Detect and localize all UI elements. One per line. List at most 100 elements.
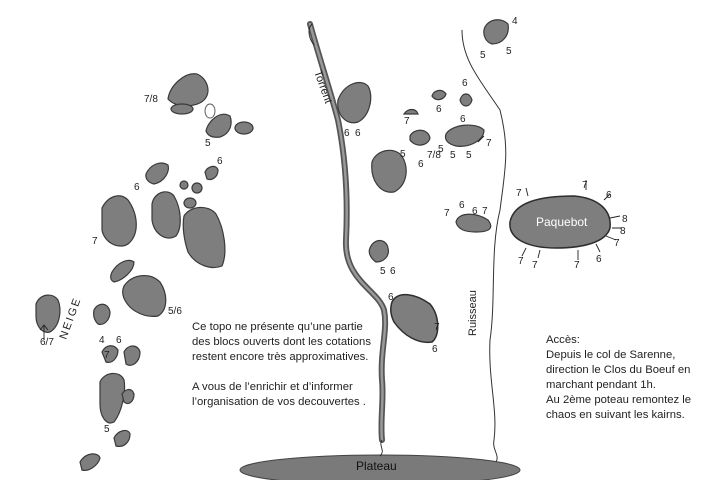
boulder	[113, 429, 131, 447]
boulder	[99, 372, 126, 424]
grade-label: 7	[92, 236, 98, 247]
grade-label: 7	[532, 260, 538, 271]
neige-label: NEIGE	[58, 295, 84, 341]
boulder	[151, 191, 181, 239]
acces-title: Accès:	[546, 334, 580, 346]
grade-label: 6	[432, 344, 438, 355]
grade-label: 7	[104, 350, 110, 361]
grade-label: 7/8	[427, 150, 441, 161]
topo-note-paragraph-2: A vous de l’enrichir et d’informer l’org…	[192, 381, 366, 408]
boulder	[110, 259, 135, 283]
boulder	[101, 345, 119, 363]
grade-label: 6	[462, 78, 468, 89]
grade-label: 7	[516, 188, 522, 199]
boulder	[389, 293, 439, 344]
grade-label: 7	[482, 206, 488, 217]
paquebot-boulder	[509, 195, 611, 249]
boulder	[204, 165, 219, 181]
grade-label: 6	[390, 266, 396, 277]
grade-label: 7	[582, 180, 588, 191]
plateau-area	[239, 454, 521, 480]
grade-label: 5	[438, 144, 444, 155]
grade-label: 8	[622, 214, 628, 225]
boulder	[191, 182, 203, 194]
boulder	[145, 162, 169, 185]
acces-text: Depuis le col de Sarenne, direction le C…	[546, 349, 692, 421]
grade-label: 7	[486, 138, 492, 149]
boulder	[234, 121, 254, 135]
paquebot-label: Paquebot	[536, 215, 588, 229]
grade-label: 5	[400, 149, 406, 160]
boulder	[183, 197, 197, 209]
torrent-stream-inner	[308, 22, 387, 442]
grade-label: 7	[518, 256, 524, 267]
boulder	[459, 93, 473, 107]
ruisseau-stream	[461, 29, 507, 463]
grade-label: 7	[404, 116, 410, 127]
boulder	[455, 213, 492, 233]
grade-label: 8	[620, 226, 626, 237]
boulder	[122, 275, 167, 317]
arrow-up	[39, 324, 49, 340]
boulder	[409, 129, 431, 146]
boulder	[93, 303, 111, 325]
torrent-bottom-squiggle	[379, 439, 383, 457]
grade-label: 6	[436, 104, 442, 115]
grade-label: 5	[506, 46, 512, 57]
boulder	[35, 294, 61, 333]
torrent-bank-left	[308, 23, 315, 46]
grade-label: 6	[418, 159, 424, 170]
grade-label: 7	[434, 322, 440, 333]
boulder	[371, 149, 407, 193]
topo-note-paragraph-1: Ce topo ne présente qu’une partie des bl…	[192, 321, 371, 363]
plateau-label: Plateau	[356, 459, 397, 473]
boulder	[483, 19, 509, 45]
grade-label: 5	[466, 150, 472, 161]
grade-label: 4	[512, 16, 518, 27]
grade-label: 6	[217, 156, 223, 167]
grade-label: 6	[116, 335, 122, 346]
grade-label: 7/8	[144, 94, 158, 105]
grade-label: 6	[460, 114, 466, 125]
grade-label: 5	[380, 266, 386, 277]
grade-ticks	[521, 180, 622, 260]
boulder	[179, 180, 189, 190]
grade-label: 4	[99, 335, 105, 346]
boulder	[121, 388, 135, 405]
grade-label: 6	[355, 128, 361, 139]
grade-label: 6/7	[40, 337, 54, 348]
grade-label: 7	[444, 208, 450, 219]
grade-label: 5	[480, 50, 486, 61]
acces-note: Accès: Depuis le col de Sarenne, directi…	[546, 333, 708, 423]
grade-label: 6	[606, 190, 612, 201]
boulder	[368, 239, 389, 263]
boulder	[101, 195, 137, 247]
boulder	[167, 73, 209, 107]
boulder	[182, 206, 226, 269]
boulder	[444, 124, 485, 147]
arrow-line	[477, 135, 485, 143]
boulder	[402, 108, 419, 115]
grade-label: 6	[472, 206, 478, 217]
grade-label: 5	[450, 150, 456, 161]
grade-label: 7	[614, 238, 620, 249]
ruisseau-label: Ruisseau	[467, 290, 479, 336]
topo-note: Ce topo ne présente qu’une partie des bl…	[192, 320, 378, 410]
grade-label: 6	[388, 292, 394, 303]
grade-label: 6	[344, 128, 350, 139]
grade-label: 6	[134, 182, 140, 193]
grade-label: 7	[574, 260, 580, 271]
boulder	[170, 103, 194, 115]
boulder-outline	[204, 103, 216, 119]
boulder	[205, 113, 232, 138]
grade-label: 6	[596, 254, 602, 265]
boulder	[79, 453, 101, 471]
grade-label: 5	[205, 138, 211, 149]
boulder	[337, 81, 372, 124]
grade-label: 5	[104, 424, 110, 435]
grade-label: 5/6	[168, 306, 182, 317]
grade-label: 6	[459, 200, 465, 211]
boulder	[123, 345, 141, 366]
boulder	[431, 89, 447, 101]
